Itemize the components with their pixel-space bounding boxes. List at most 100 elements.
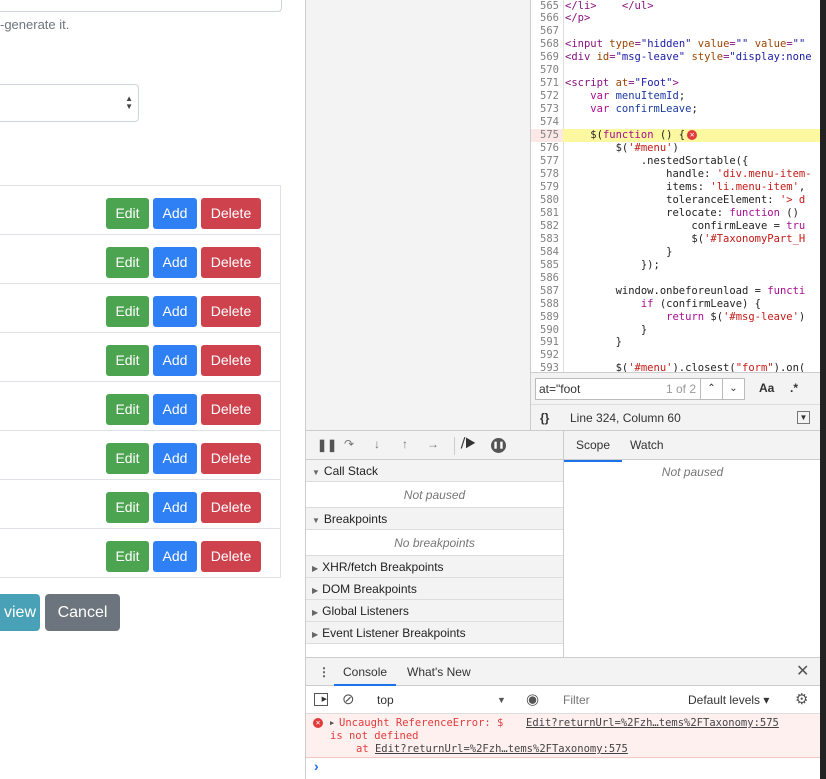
edit-button[interactable]: Edit — [106, 541, 149, 572]
line-number[interactable]: 571 — [540, 77, 559, 90]
line-number[interactable]: 576 — [540, 142, 559, 155]
line-number[interactable]: 586 — [540, 271, 559, 284]
edit-button[interactable]: Edit — [106, 345, 149, 376]
line-number[interactable]: 575 — [531, 129, 563, 143]
line-number[interactable]: 583 — [540, 232, 559, 245]
console-prompt[interactable]: › — [314, 758, 319, 774]
prev-match-icon[interactable]: ⌃ — [700, 379, 722, 399]
line-number[interactable]: 567 — [540, 25, 559, 38]
drawer-menu-icon[interactable]: ⋮ — [318, 665, 330, 679]
add-button[interactable]: Add — [153, 492, 197, 523]
line-number[interactable]: 589 — [540, 310, 559, 323]
default-levels-select[interactable]: Default levels ▾ — [688, 693, 770, 707]
match-case-button[interactable]: Aa — [759, 381, 775, 395]
line-number[interactable]: 579 — [540, 180, 559, 193]
sidebar-toggle-icon[interactable]: ▶ — [314, 693, 328, 706]
edit-button[interactable]: Edit — [106, 296, 149, 327]
tab-watch[interactable]: Watch — [630, 438, 664, 452]
line-number[interactable]: 566 — [540, 12, 559, 25]
line-number[interactable]: 580 — [540, 193, 559, 206]
search-input[interactable]: at="foot 1 of 2 ⌃ ⌄ — [535, 378, 745, 400]
pause-icon[interactable]: ❚❚ — [317, 438, 338, 452]
line-number[interactable]: 588 — [540, 297, 559, 310]
tab-console[interactable]: Console — [334, 658, 397, 686]
toggle-debugger-icon[interactable]: ▼ — [797, 411, 810, 424]
delete-button[interactable]: Delete — [201, 296, 261, 327]
code-token: (confirmLeave) { — [653, 297, 761, 310]
section-empty-text: No breakpoints — [306, 530, 563, 556]
line-number[interactable]: 581 — [540, 206, 559, 219]
line-number[interactable]: 578 — [540, 167, 559, 180]
pretty-print-button[interactable]: {} — [540, 411, 550, 425]
section-header[interactable]: ▼Call Stack — [306, 460, 563, 482]
section-header[interactable]: ▶Global Listeners — [306, 600, 563, 622]
error-source-link[interactable]: Edit?returnUrl=%2Fzh…tems%2FTaxonomy:575 — [526, 717, 779, 729]
section-header[interactable]: ▶Event Listener Breakpoints — [306, 622, 563, 644]
edit-button[interactable]: Edit — [106, 492, 149, 523]
context-select[interactable]: top — [377, 693, 394, 707]
stack-trace-link[interactable]: Edit?returnUrl=%2Fzh…tems%2FTaxonomy:575 — [374, 743, 628, 755]
add-button[interactable]: Add — [153, 394, 197, 425]
line-number[interactable]: 592 — [540, 349, 559, 362]
line-number[interactable]: 572 — [540, 90, 559, 103]
delete-button[interactable]: Delete — [201, 394, 261, 425]
next-match-icon[interactable]: ⌄ — [722, 379, 744, 399]
add-button[interactable]: Add — [153, 443, 197, 474]
line-number[interactable]: 584 — [540, 245, 559, 258]
deactivate-breakpoints-icon[interactable]: ⧸▶ — [461, 436, 476, 450]
eye-icon[interactable]: ◉ — [526, 691, 540, 708]
filter-input[interactable] — [559, 689, 679, 710]
section-header[interactable]: ▶XHR/fetch Breakpoints — [306, 556, 563, 578]
line-number[interactable]: 591 — [540, 336, 559, 349]
clear-console-icon[interactable]: ⊘ — [342, 691, 355, 708]
preview-button[interactable]: view — [0, 594, 40, 631]
delete-button[interactable]: Delete — [201, 198, 261, 229]
line-number[interactable]: 593 — [540, 362, 559, 372]
section-header[interactable]: ▼Breakpoints — [306, 508, 563, 530]
line-number[interactable]: 582 — [540, 219, 559, 232]
tab-whats-new[interactable]: What's New — [407, 665, 471, 679]
add-button[interactable]: Add — [153, 247, 197, 278]
section-header[interactable]: ▶DOM Breakpoints — [306, 578, 563, 600]
delete-button[interactable]: Delete — [201, 492, 261, 523]
add-button[interactable]: Add — [153, 198, 197, 229]
line-number[interactable]: 577 — [540, 155, 559, 168]
line-number[interactable]: 574 — [540, 116, 559, 129]
line-number[interactable]: 590 — [540, 323, 559, 336]
delete-button[interactable]: Delete — [201, 443, 261, 474]
step-out-icon[interactable]: ↑ — [402, 437, 408, 451]
error-marker-icon[interactable]: ✕ — [687, 130, 698, 141]
tab-scope[interactable]: Scope — [564, 431, 623, 462]
step-into-icon[interactable]: ↓ — [374, 437, 380, 451]
code-line: </li> </ul> — [565, 0, 654, 13]
close-drawer-icon[interactable]: ✕ — [796, 663, 810, 680]
context-dropdown-icon[interactable]: ▼ — [497, 695, 506, 705]
line-number[interactable]: 568 — [540, 38, 559, 51]
line-number[interactable]: 587 — [540, 284, 559, 297]
step-icon[interactable]: → — [427, 437, 439, 451]
cancel-button[interactable]: Cancel — [45, 594, 120, 631]
pause-on-exceptions-icon[interactable]: ❚❚ — [491, 438, 506, 453]
line-number[interactable]: 573 — [540, 103, 559, 116]
line-number[interactable]: 569 — [540, 51, 559, 64]
edit-button[interactable]: Edit — [106, 394, 149, 425]
delete-button[interactable]: Delete — [201, 345, 261, 376]
step-over-icon[interactable]: ↷ — [344, 437, 355, 451]
regex-button[interactable]: .* — [790, 381, 799, 395]
edit-button[interactable]: Edit — [106, 198, 149, 229]
add-button[interactable]: Add — [153, 541, 197, 572]
select-dropdown[interactable]: ▲▼ — [0, 84, 139, 122]
add-button[interactable]: Add — [153, 345, 197, 376]
line-number[interactable]: 565 — [540, 0, 559, 12]
expand-triangle-icon[interactable]: ▶ — [330, 719, 335, 727]
line-number[interactable]: 570 — [540, 64, 559, 77]
line-number[interactable]: 585 — [540, 258, 559, 271]
delete-button[interactable]: Delete — [201, 247, 261, 278]
edit-button[interactable]: Edit — [106, 247, 149, 278]
edit-button[interactable]: Edit — [106, 443, 149, 474]
text-input[interactable] — [0, 0, 282, 12]
add-button[interactable]: Add — [153, 296, 197, 327]
delete-button[interactable]: Delete — [201, 541, 261, 572]
settings-gear-icon[interactable]: ⚙ — [795, 691, 809, 708]
